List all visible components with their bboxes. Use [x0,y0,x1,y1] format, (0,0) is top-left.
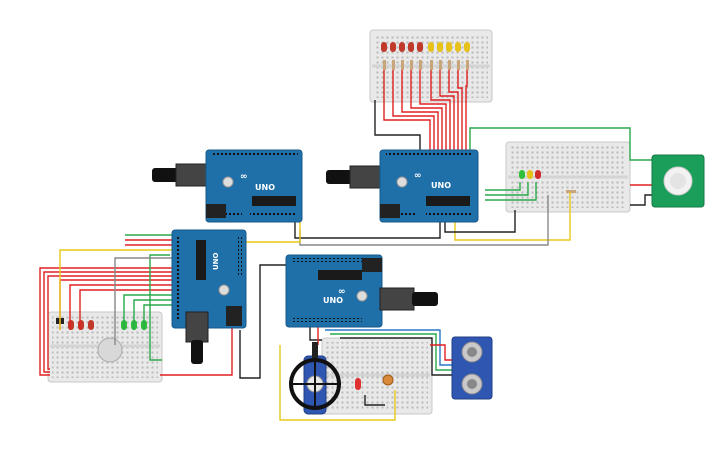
piezo-buzzer [355,378,361,390]
arduino-middle-left: UNO [171,229,247,364]
uno-label: UNO [323,296,343,305]
pir-sensor [651,154,705,208]
arduino-top-right: UNO ∞ [326,149,479,223]
ultrasonic-sensor [451,336,493,400]
svg-text:∞: ∞ [338,287,346,297]
breadboard-right [505,141,631,213]
led-row-top [381,42,470,70]
arduino-top-left: UNO ∞ [152,149,303,223]
uno-label: UNO [212,252,220,270]
led-group-right [519,170,576,193]
svg-text:∞: ∞ [414,171,422,181]
uno-label: UNO [255,183,275,192]
arduino-middle-center: UNO ∞ [285,254,438,328]
svg-text:∞: ∞ [240,172,248,182]
servo-motor [289,342,341,415]
uno-label: UNO [431,181,451,190]
photoresistor [382,374,394,386]
